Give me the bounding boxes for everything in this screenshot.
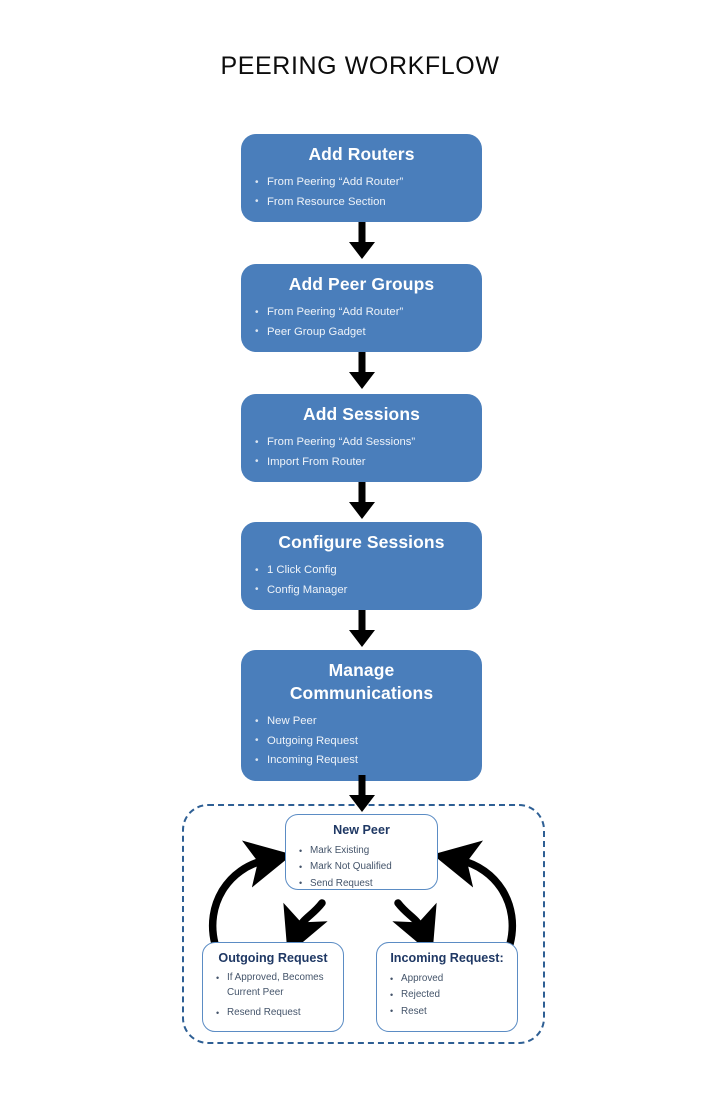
down-arrow-icon [347,222,377,260]
step-title: Configure Sessions [278,532,445,552]
sub-bullet: Rejected [377,987,517,1004]
sub-bullet-list: Approved Rejected Reset [377,970,517,1020]
step-bullet: 1 Click Config [241,561,482,581]
step-title: Add Peer Groups [288,274,435,294]
step-bullet: From Peering “Add Router” [241,173,482,193]
step-box-add-routers[interactable]: Add Routers From Peering “Add Router” Fr… [241,134,482,222]
step-bullet-list: 1 Click Config Config Manager [241,561,482,600]
sub-box-title: Incoming Request: [390,951,504,965]
step-box-manage-communications[interactable]: Manage Communications New Peer Outgoing … [241,650,482,781]
down-arrow-icon [347,610,377,648]
step-box-configure-sessions[interactable]: Configure Sessions 1 Click Config Config… [241,522,482,610]
sub-bullet: Mark Not Qualified [286,859,437,876]
sub-bullet: If Approved, Becomes Current Peer [203,971,343,1000]
sub-box-new-peer[interactable]: New Peer Mark Existing Mark Not Qualifie… [285,814,438,892]
step-title: Manage Communications [241,659,482,705]
sub-bullet: Send Request [286,875,437,892]
sub-bullet: Resend Request [203,1004,343,1021]
sub-box-incoming-request[interactable]: Incoming Request: Approved Rejected Rese… [376,942,518,1032]
down-arrow-icon [347,775,377,813]
step-bullet-list: New Peer Outgoing Request Incoming Reque… [241,712,482,771]
step-bullet: Peer Group Gadget [241,322,482,343]
sub-bullet: Reset [377,1003,517,1020]
sub-box-title: New Peer [333,823,390,837]
step-box-add-peer-groups[interactable]: Add Peer Groups From Peering “Add Router… [241,264,482,352]
step-box-add-sessions[interactable]: Add Sessions From Peering “Add Sessions”… [241,394,482,482]
step-title-line-2: Communications [289,683,434,703]
sub-box-outgoing-request[interactable]: Outgoing Request If Approved, Becomes Cu… [202,942,344,1032]
sub-bullet-list: If Approved, Becomes Current Peer Resend… [203,971,343,1022]
down-arrow-icon [347,482,377,520]
down-arrow-icon [347,352,377,390]
step-bullet: Outgoing Request [241,731,482,752]
step-bullet-list: From Peering “Add Router” From Resource … [241,173,482,212]
step-bullet-list: From Peering “Add Router” Peer Group Gad… [241,303,482,342]
step-bullet: From Peering “Add Router” [241,303,482,323]
sub-bullet: Approved [377,970,517,987]
step-bullet: From Peering “Add Sessions” [241,433,482,453]
page-title: PEERING WORKFLOW [220,52,500,80]
step-bullet: Incoming Request [241,751,482,771]
sub-bullet: Mark Existing [286,842,437,859]
step-bullet: Import From Router [241,452,482,473]
step-title-line-1: Manage [328,660,395,680]
sub-box-title: Outgoing Request [218,951,328,965]
step-title: Add Routers [308,144,415,164]
sub-bullet-list: Mark Existing Mark Not Qualified Send Re… [286,842,437,892]
step-bullet: From Resource Section [241,192,482,213]
step-title: Add Sessions [303,404,420,424]
step-bullet-list: From Peering “Add Sessions” Import From … [241,433,482,472]
step-bullet: New Peer [241,712,482,732]
step-bullet: Config Manager [241,580,482,601]
